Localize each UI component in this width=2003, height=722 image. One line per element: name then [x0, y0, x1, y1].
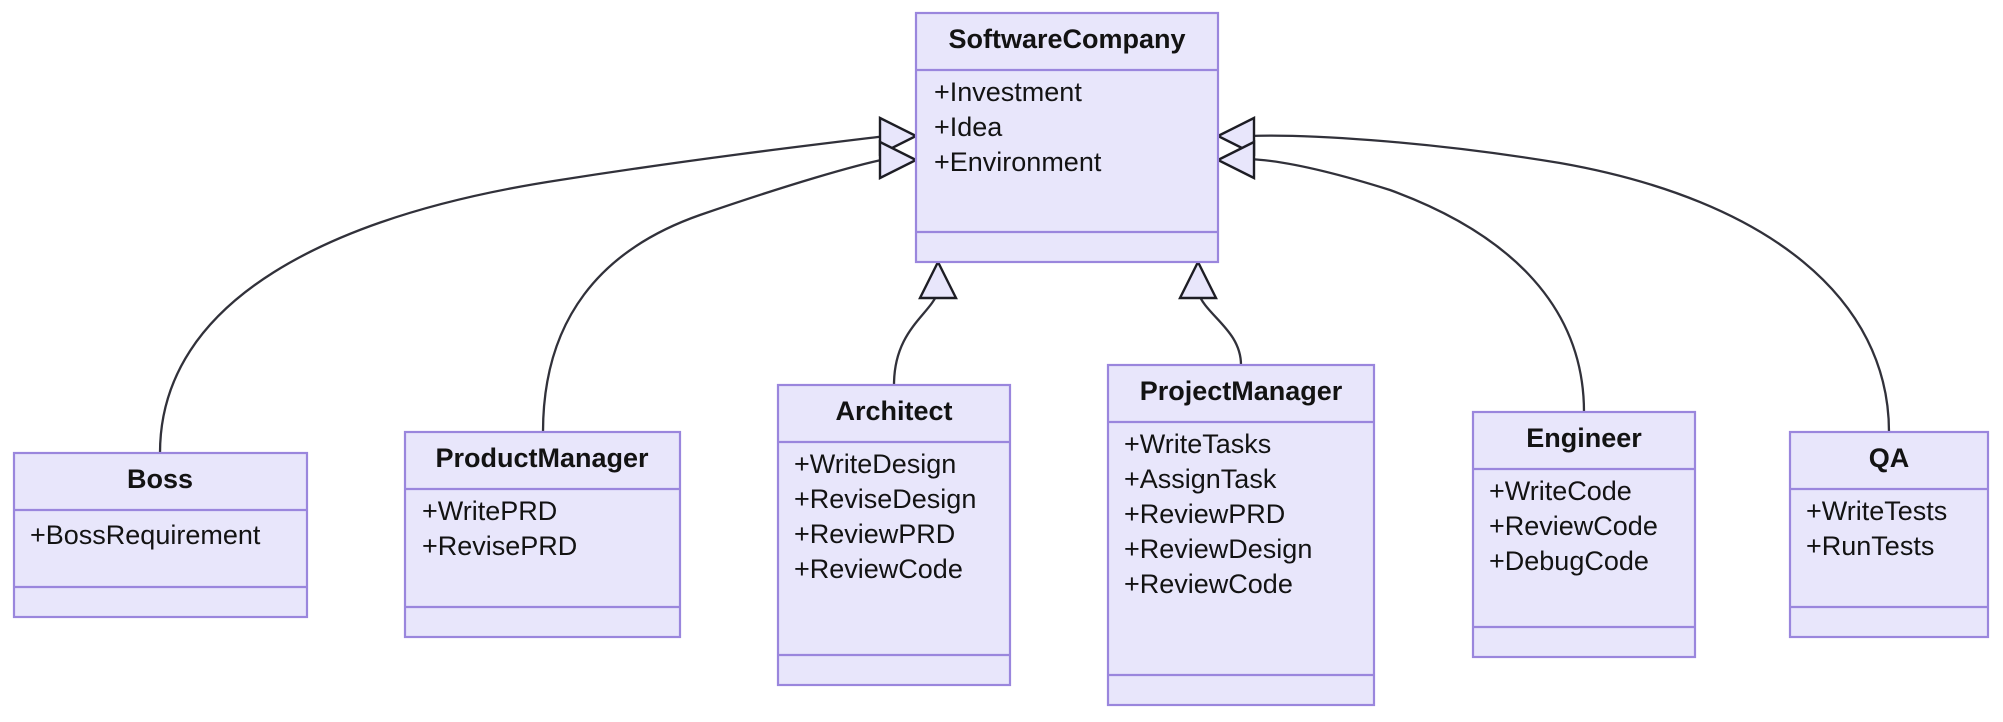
engineer-title: Engineer — [1526, 423, 1642, 453]
class-node-architect[interactable]: Architect +WriteDesign +ReviseDesign +Re… — [776, 383, 1012, 687]
qa-box[interactable] — [1788, 430, 1990, 639]
edge-boss-to-softwarecompany — [158, 134, 887, 454]
architect-title: Architect — [835, 396, 952, 426]
productmanager-member: +WritePRD — [422, 496, 557, 526]
class-node-qa[interactable]: QA +WriteTests +RunTests — [1788, 430, 1990, 639]
qa-title: QA — [1869, 443, 1910, 473]
arrowhead-engineer — [1215, 140, 1256, 180]
class-node-projectmanager[interactable]: ProjectManager +WriteTasks +AssignTask +… — [1106, 363, 1376, 707]
productmanager-member: +RevisePRD — [422, 531, 577, 561]
projectmanager-member: +AssignTask — [1124, 464, 1277, 494]
inheritance-edges — [158, 134, 1891, 454]
projectmanager-member: +WriteTasks — [1124, 429, 1271, 459]
arrowhead-projectmanager — [1178, 259, 1218, 300]
boss-title: Boss — [127, 464, 193, 494]
projectmanager-title: ProjectManager — [1140, 376, 1343, 406]
boss-box[interactable] — [12, 451, 309, 619]
softwarecompany-member: +Investment — [934, 77, 1082, 107]
boss-member: +BossRequirement — [30, 520, 261, 550]
productmanager-title: ProductManager — [435, 443, 649, 473]
projectmanager-member: +ReviewCode — [1124, 569, 1293, 599]
arrowhead-boss — [878, 116, 919, 156]
architect-box[interactable] — [776, 383, 1012, 687]
qa-member: +RunTests — [1806, 531, 1934, 561]
inheritance-arrowheads — [878, 116, 1256, 300]
class-node-productmanager[interactable]: ProductManager +WritePRD +RevisePRD — [403, 430, 682, 639]
arrowhead-qa — [1215, 116, 1256, 156]
arrowhead-architect — [918, 259, 958, 300]
class-node-boss[interactable]: Boss +BossRequirement — [12, 451, 309, 619]
edge-projectmanager-to-softwarecompany — [1196, 291, 1243, 366]
softwarecompany-box[interactable] — [914, 11, 1220, 264]
edge-architect-to-softwarecompany — [892, 291, 940, 386]
edge-productmanager-to-softwarecompany — [541, 157, 887, 433]
engineer-member: +ReviewCode — [1489, 511, 1658, 541]
engineer-member: +WriteCode — [1489, 476, 1632, 506]
architect-member: +ReviewCode — [794, 554, 963, 584]
class-node-engineer[interactable]: Engineer +WriteCode +ReviewCode +DebugCo… — [1471, 410, 1697, 659]
qa-member: +WriteTests — [1806, 496, 1947, 526]
projectmanager-member: +ReviewDesign — [1124, 534, 1312, 564]
softwarecompany-title: SoftwareCompany — [948, 24, 1185, 54]
projectmanager-member: +ReviewPRD — [1124, 499, 1285, 529]
engineer-box[interactable] — [1471, 410, 1697, 659]
edge-qa-to-softwarecompany — [1247, 134, 1891, 433]
engineer-member: +DebugCode — [1489, 546, 1649, 576]
productmanager-box[interactable] — [403, 430, 682, 639]
architect-member: +WriteDesign — [794, 449, 956, 479]
architect-member: +ReviseDesign — [794, 484, 976, 514]
edge-engineer-to-softwarecompany — [1247, 157, 1586, 413]
softwarecompany-member: +Environment — [934, 147, 1102, 177]
arrowhead-productmanager — [878, 140, 919, 180]
architect-member: +ReviewPRD — [794, 519, 955, 549]
softwarecompany-member: +Idea — [934, 112, 1003, 142]
class-node-softwarecompany[interactable]: SoftwareCompany +Investment +Idea +Envir… — [914, 11, 1220, 264]
